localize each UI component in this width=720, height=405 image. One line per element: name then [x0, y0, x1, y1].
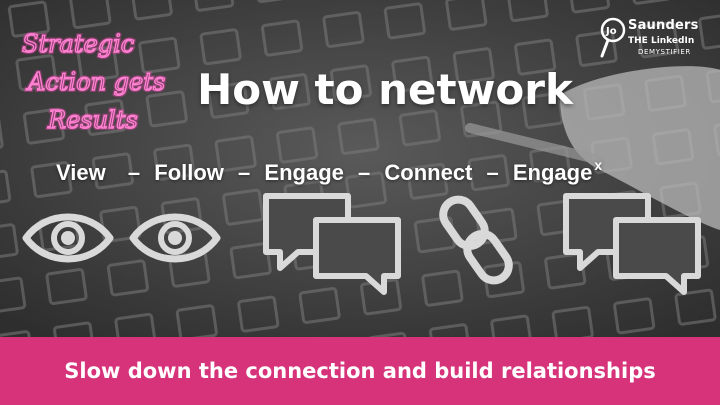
separator: – — [486, 160, 499, 185]
step-connect: Connect — [384, 160, 473, 185]
separator: – — [238, 160, 251, 185]
step-engage-repeat-label: Engage — [512, 160, 593, 185]
separator: – — [358, 160, 371, 185]
background-photo — [0, 0, 720, 337]
neon-line-glow-1: Strategic — [22, 30, 134, 58]
bottom-banner: Slow down the connection and build relat… — [0, 337, 720, 405]
neon-line-glow-2: Action gets — [26, 68, 165, 96]
separator: – — [127, 160, 141, 185]
step-superscript: x — [594, 157, 603, 173]
neon-sign: Strategic Strategic Action gets Action g… — [20, 28, 167, 136]
magnifier-icon: Jo — [600, 17, 626, 58]
icons-row — [22, 193, 701, 295]
chat-bubbles-icon — [563, 193, 701, 295]
neon-line-2: Action gets — [26, 68, 165, 96]
step-follow: Follow — [154, 160, 224, 185]
step-view: View — [56, 160, 106, 185]
logo-initials: Jo — [605, 26, 617, 37]
neon-line-glow-3: Results — [47, 106, 138, 134]
neon-line-3: Results — [47, 106, 138, 134]
eye-icon — [129, 213, 221, 263]
logo-subtitle: DEMYSTIFIER — [638, 48, 691, 56]
eye-icon — [22, 213, 114, 263]
step-engage: Engage — [264, 160, 344, 185]
brand-logo: Jo Saunders THE LinkedIn DEMYSTIFIER — [600, 14, 712, 66]
neon-line-1: Strategic — [22, 30, 134, 58]
chat-bubbles-icon — [263, 193, 401, 295]
steps-line: View – Follow – Engage – Connect – Engag… — [56, 150, 602, 185]
slide-title: How to network — [197, 65, 573, 114]
logo-tagline: THE LinkedIn — [628, 36, 695, 46]
banner-text: Slow down the connection and build relat… — [64, 359, 656, 383]
logo-name: Saunders — [628, 18, 699, 33]
chain-link-icon — [439, 195, 513, 285]
